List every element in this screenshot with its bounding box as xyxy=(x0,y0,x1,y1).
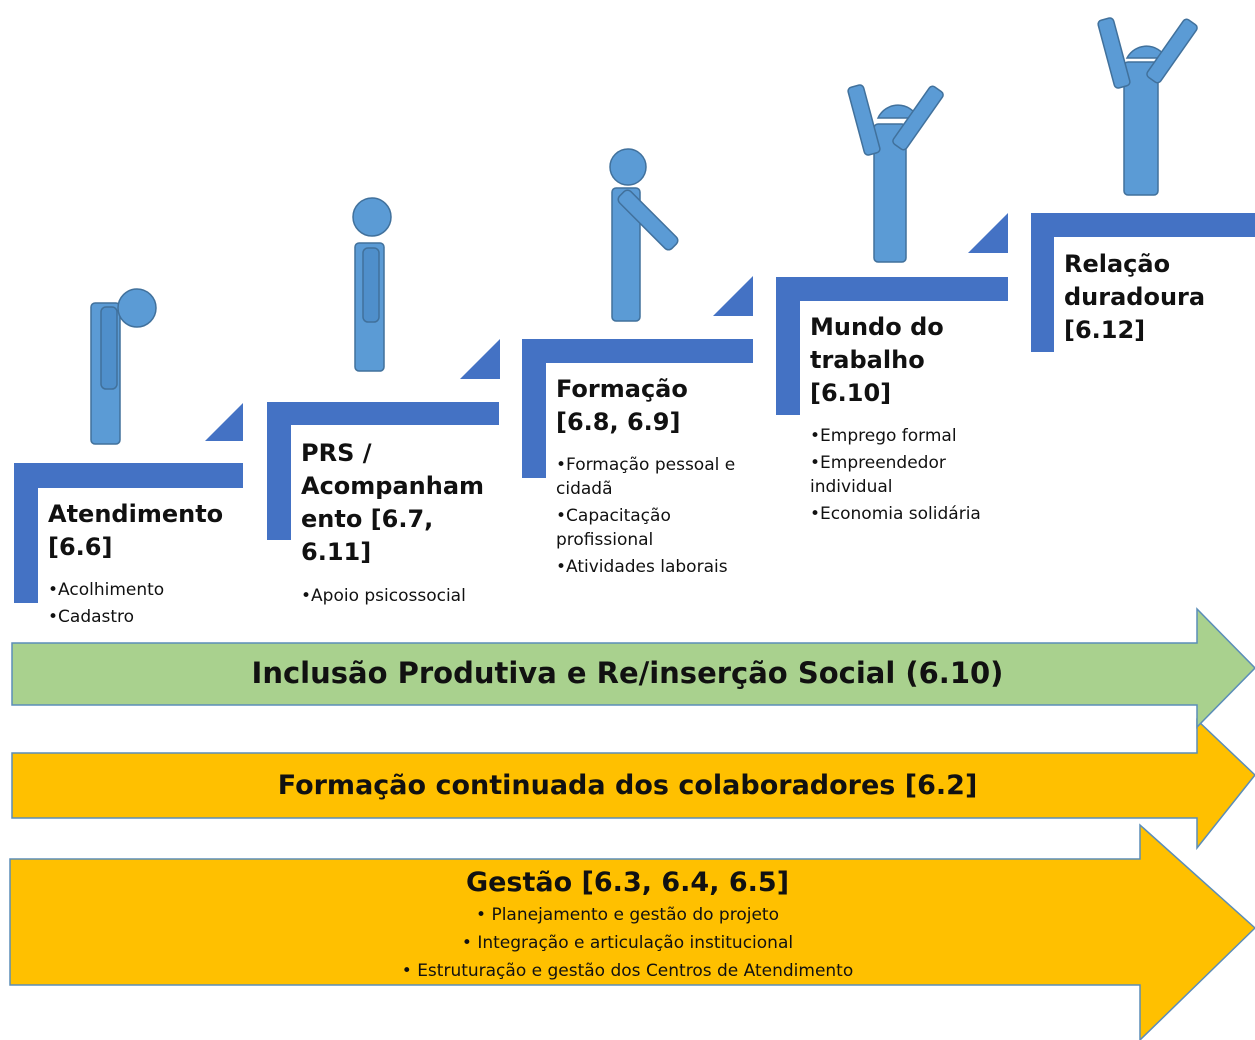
step-4-title: Mundo do trabalho [6.10] xyxy=(810,313,944,407)
list-item: Economia solidária xyxy=(810,502,1010,526)
list-item: Apoio psicossocial xyxy=(301,584,501,608)
stair-step-5 xyxy=(1031,213,1255,352)
list-item: Emprego formal xyxy=(810,424,1010,448)
figure-arms-up xyxy=(847,84,944,263)
step-4-items: Emprego formal Empreendedor individual E… xyxy=(810,424,1010,529)
arrow-inclusao xyxy=(11,607,1255,729)
step-3-items: Formação pessoal e cidadã Capacitação pr… xyxy=(556,453,756,582)
formacao-band-title: Formação continuada dos colaboradores [6… xyxy=(277,770,978,801)
gestao-items: Planejamento e gestão do projeto Integra… xyxy=(0,901,1255,985)
list-item: Formação pessoal e cidadã xyxy=(556,453,756,501)
stair-step-3 xyxy=(522,276,753,478)
list-item: Estruturação e gestão dos Centros de Ate… xyxy=(0,957,1255,985)
step-5-title: Relação duradoura [6.12] xyxy=(1064,250,1206,344)
step-1-title: Atendimento [6.6] xyxy=(48,500,224,561)
list-item: Cadastro xyxy=(48,605,248,629)
stair-step-2 xyxy=(267,339,500,540)
figure-arm-raised xyxy=(609,148,679,322)
step-3-title: Formação [6.8, 6.9] xyxy=(556,375,688,436)
list-item: Planejamento e gestão do projeto xyxy=(0,901,1255,929)
list-item: Atividades laborais xyxy=(556,555,756,579)
stair-step-4 xyxy=(776,213,1008,415)
step-2-title: PRS / Acompanham ento [6.7, 6.11] xyxy=(301,439,485,566)
gestao-band-title: Gestão [6.3, 6.4, 6.5] xyxy=(465,867,790,898)
inclusao-band-title: Inclusão Produtiva e Re/inserção Social … xyxy=(251,656,1004,690)
figure-bowing xyxy=(90,288,157,445)
list-item: Capacitação profissional xyxy=(556,504,756,552)
step-2-items: Apoio psicossocial xyxy=(301,584,501,611)
step-1-items: Acolhimento Cadastro xyxy=(48,578,248,632)
list-item: Acolhimento xyxy=(48,578,248,602)
stair-step-1 xyxy=(14,403,243,603)
list-item: Integração e articulação institucional xyxy=(0,929,1255,957)
list-item: Empreendedor individual xyxy=(810,451,1010,499)
figure-celebrating xyxy=(1097,17,1198,196)
arrow-formacao-continuada xyxy=(11,718,1255,851)
figure-standing xyxy=(352,197,392,372)
